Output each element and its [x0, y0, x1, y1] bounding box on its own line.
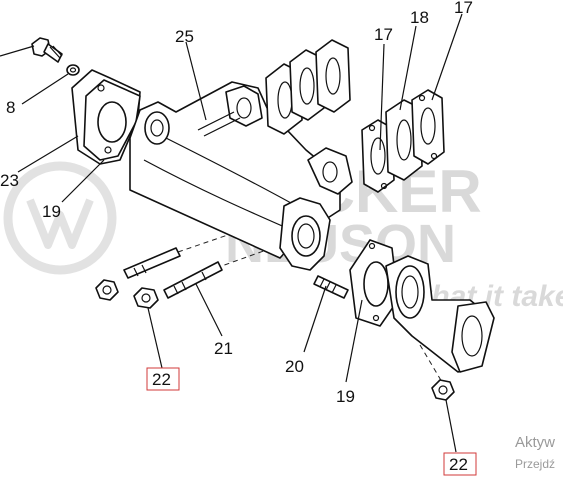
- gasket-part-17-right: [411, 89, 445, 165]
- leader-17-right: [431, 13, 463, 101]
- watermark-logo: [3, 161, 117, 275]
- callout-21: 21: [214, 339, 233, 358]
- leader-22-left: [147, 307, 163, 369]
- nut-part-22-right: [431, 379, 455, 401]
- gasket-part-17-left: [361, 119, 395, 193]
- callout-19-lower: 19: [336, 387, 355, 406]
- callout-19-upper: 19: [42, 202, 61, 221]
- flange-part-19-lower: [349, 239, 399, 327]
- leader-25: [185, 41, 207, 121]
- leader-17-left: [379, 43, 385, 151]
- callout-23: 23: [0, 171, 19, 190]
- callout-25: 25: [175, 27, 194, 46]
- nut-part-22-center: [133, 287, 159, 309]
- bolt-part-8: [31, 37, 80, 76]
- leader-18: [399, 25, 417, 111]
- activation-overlay-line-2: Przejdź: [515, 457, 555, 471]
- leader-22-right: [445, 399, 457, 453]
- flange-part-19-upper: [83, 79, 141, 161]
- callout-8: 8: [6, 98, 15, 117]
- callout-22-right-box: [443, 452, 477, 476]
- stud-part-21: [123, 247, 223, 299]
- gasket-stack-upper: [265, 39, 351, 135]
- callout-22-left-box: [146, 367, 180, 391]
- callout-18: 18: [410, 8, 429, 27]
- leader-20: [303, 285, 327, 353]
- callout-17-left: 17: [374, 25, 393, 44]
- alignment-line-nut: [419, 344, 443, 383]
- callout-20: 20: [285, 357, 304, 376]
- leader-19-upper: [61, 159, 105, 203]
- callout-17-right: 17: [454, 0, 473, 17]
- activation-overlay-line-1: Aktyw: [515, 434, 555, 451]
- nut-part-22-left: [95, 279, 119, 301]
- leader-19-lower: [345, 299, 363, 383]
- callout-22-left: 22: [152, 370, 171, 389]
- leader-8-bolt: [0, 45, 35, 57]
- leader-21: [195, 283, 223, 337]
- leader-23: [17, 135, 79, 173]
- elbow-pipe: [385, 255, 495, 373]
- manifold-part-25: [129, 81, 353, 271]
- callout-22-right: 22: [449, 455, 468, 474]
- stud-part-20: [313, 275, 349, 299]
- leader-8: [21, 73, 69, 105]
